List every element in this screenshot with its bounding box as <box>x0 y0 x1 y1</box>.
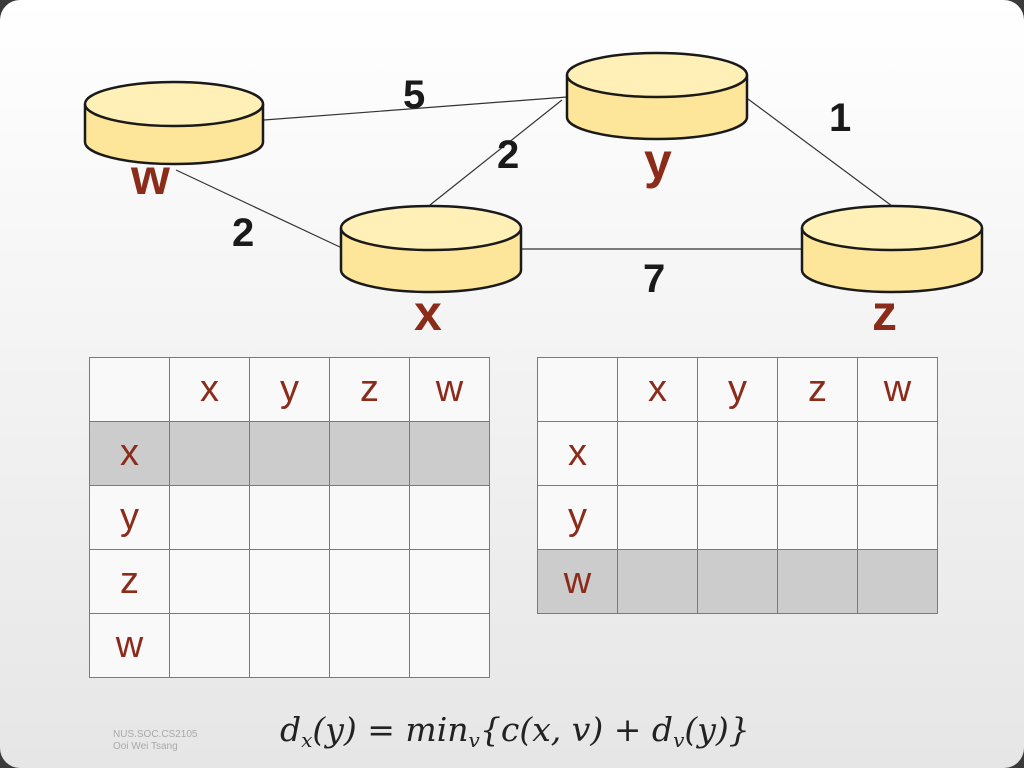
table-cell <box>697 421 778 486</box>
table-cell <box>777 549 858 614</box>
row-header: w <box>89 613 170 678</box>
edge-cost-x-z: 7 <box>643 257 665 301</box>
table-cell <box>329 549 410 614</box>
formula-rhs-part2: (y)} <box>684 710 750 749</box>
node-label-w: w <box>130 149 170 205</box>
table-row: x <box>89 421 490 486</box>
edge-w-y <box>263 96 568 121</box>
router-node-z <box>800 204 984 294</box>
edge-cost-y-z: 1 <box>829 96 851 140</box>
network-graph: 5 2 1 2 7 w y x z <box>83 51 984 341</box>
row-header: z <box>89 549 170 614</box>
formula-rhs-part1: {c(x, v) + d <box>479 710 674 749</box>
table-cell <box>777 421 858 486</box>
formula-min-sub: v <box>468 728 480 752</box>
formula-lhs-sub: x <box>301 728 313 752</box>
table-cell <box>249 549 330 614</box>
table-cell <box>409 613 490 678</box>
table-cell <box>169 613 250 678</box>
table-cell <box>169 421 250 486</box>
edge-x-y <box>429 99 563 206</box>
formula-rhs-sub: v <box>673 728 685 752</box>
footer-course: NUS.SOC.CS2105 <box>113 729 198 740</box>
table-cell <box>329 421 410 486</box>
column-header: y <box>249 357 330 422</box>
table-row: w <box>89 613 490 678</box>
table-corner-cell <box>537 357 618 422</box>
edge-cost-labels: 5 2 1 2 7 <box>232 73 851 301</box>
column-header: z <box>777 357 858 422</box>
formula-lhs: d <box>280 710 302 749</box>
formula-lhs-arg: (y) = min <box>312 710 469 749</box>
table-cell <box>409 421 490 486</box>
edge-w-x <box>175 169 343 249</box>
table-row: z <box>89 549 490 614</box>
column-header: y <box>697 357 778 422</box>
table-row: y <box>537 485 938 550</box>
row-header: y <box>537 485 618 550</box>
edge-cost-w-y: 5 <box>403 73 425 117</box>
table-cell <box>329 613 410 678</box>
graph-edges <box>175 96 893 250</box>
table-cell <box>409 485 490 550</box>
table-cell <box>329 485 410 550</box>
footer-credit: NUS.SOC.CS2105 Ooi Wei Tsang <box>113 729 197 753</box>
row-header: y <box>89 485 170 550</box>
bellman-ford-formula: dx(y) = minv{c(x, v) + dv(y)} <box>280 710 750 752</box>
row-header: x <box>537 421 618 486</box>
column-header: x <box>617 357 698 422</box>
table-cell <box>249 613 330 678</box>
table-cell <box>249 421 330 486</box>
table-cell <box>857 549 938 614</box>
node-labels: w y x z <box>130 133 897 341</box>
table-row: x <box>537 421 938 486</box>
node-label-y: y <box>644 133 672 189</box>
table-cell <box>857 421 938 486</box>
table-header-row: x y z w <box>89 357 490 422</box>
table-cell <box>857 485 938 550</box>
router-node-w <box>83 80 265 166</box>
distance-table-right: x y z w x y w <box>537 357 938 614</box>
row-header: x <box>89 421 170 486</box>
table-cell <box>777 485 858 550</box>
table-corner-cell <box>89 357 170 422</box>
table-cell <box>617 421 698 486</box>
column-header: x <box>169 357 250 422</box>
table-row: y <box>89 485 490 550</box>
column-header: z <box>329 357 410 422</box>
table-header-row: x y z w <box>537 357 938 422</box>
table-cell <box>169 485 250 550</box>
router-node-y <box>565 51 749 141</box>
table-cell <box>409 549 490 614</box>
column-header: w <box>409 357 490 422</box>
column-header: w <box>857 357 938 422</box>
edge-cost-w-x: 2 <box>232 211 254 255</box>
edge-cost-x-y: 2 <box>497 133 519 177</box>
table-cell <box>617 549 698 614</box>
footer-author: Ooi Wei Tsang <box>113 741 178 752</box>
table-cell <box>617 485 698 550</box>
distance-table-left: x y z w x y z w <box>89 357 490 678</box>
node-label-x: x <box>414 285 442 341</box>
table-cell <box>697 485 778 550</box>
router-node-x <box>339 204 523 294</box>
table-cell <box>249 485 330 550</box>
table-cell <box>169 549 250 614</box>
table-row: w <box>537 549 938 614</box>
table-cell <box>697 549 778 614</box>
row-header: w <box>537 549 618 614</box>
edge-y-z <box>747 98 893 207</box>
node-label-z: z <box>872 285 897 341</box>
